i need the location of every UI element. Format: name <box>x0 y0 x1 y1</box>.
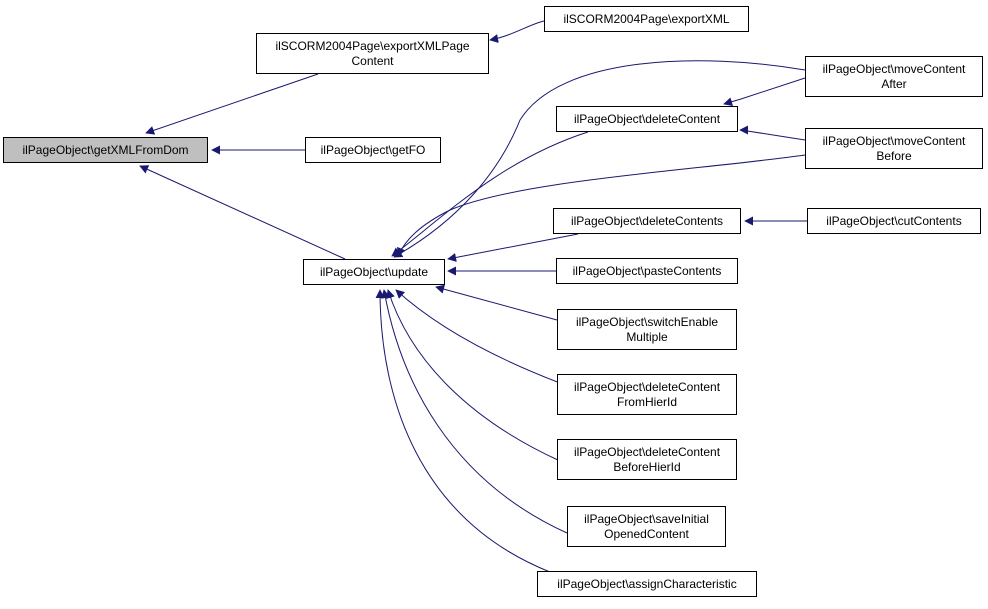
node-label: ilPageObject\deleteContent <box>573 444 721 459</box>
node-label: FromHierId <box>616 394 677 409</box>
node-exportxml[interactable]: ilSCORM2004Page\exportXML <box>544 6 749 32</box>
node-getxmlfromdom[interactable]: ilPageObject\getXMLFromDom <box>3 137 208 163</box>
node-label: ilPageObject\pasteContents <box>572 263 722 278</box>
edge-movecontentafter-to-update <box>393 60 806 258</box>
node-label: OpenedContent <box>604 526 689 541</box>
node-deletecontentbeforehierid[interactable]: ilPageObject\deleteContent BeforeHierId <box>557 439 737 480</box>
edge-deletecontent-to-update <box>391 131 589 257</box>
edge-exportxmlpagecontent-to-getxmlfromdom <box>145 73 319 135</box>
node-label: ilPageObject\getFO <box>320 142 426 157</box>
edge-update-to-getxmlfromdom <box>139 165 346 260</box>
edge-assigncharacteristic-to-update <box>375 289 551 573</box>
node-label: Before <box>876 148 912 163</box>
node-pastecontents[interactable]: ilPageObject\pasteContents <box>556 258 738 284</box>
node-deletecontent[interactable]: ilPageObject\deleteContent <box>556 106 738 132</box>
node-movecontentbefore[interactable]: ilPageObject\moveContent Before <box>805 128 983 169</box>
node-movecontentafter[interactable]: ilPageObject\moveContent After <box>805 56 983 97</box>
node-label: ilSCORM2004Page\exportXMLPage <box>275 38 470 53</box>
node-getfo[interactable]: ilPageObject\getFO <box>305 137 441 163</box>
node-label: ilPageObject\switchEnable <box>575 314 719 329</box>
node-switchenablemultiple[interactable]: ilPageObject\switchEnable Multiple <box>557 309 737 350</box>
node-label: ilPageObject\moveContent <box>822 133 966 148</box>
edge-deletecontentbeforehierid-to-update <box>386 289 561 462</box>
node-label: ilPageObject\deleteContent <box>573 379 721 394</box>
edge-saveinitialopenedcontent-to-update <box>380 289 568 534</box>
node-exportxmlpagecontent[interactable]: ilSCORM2004Page\exportXMLPage Content <box>256 33 489 74</box>
node-label: ilPageObject\cutContents <box>826 213 962 228</box>
node-label: ilPageObject\deleteContents <box>570 213 724 228</box>
node-saveinitialopenedcontent[interactable]: ilPageObject\saveInitial OpenedContent <box>567 506 726 547</box>
node-label: ilSCORM2004Page\exportXML <box>563 11 730 26</box>
edge-movecontentbefore-to-update <box>397 154 806 257</box>
node-label: After <box>881 76 907 91</box>
node-label: Content <box>351 53 394 68</box>
node-label: ilPageObject\assignCharacteristic <box>557 576 737 591</box>
node-label: ilPageObject\saveInitial <box>584 511 709 526</box>
node-label: Multiple <box>626 329 668 344</box>
node-label: ilPageObject\getXMLFromDom <box>22 142 189 157</box>
node-deletecontents[interactable]: ilPageObject\deleteContents <box>553 208 741 234</box>
edge-switchenablemultiple-to-update <box>435 284 558 321</box>
node-label: ilPageObject\update <box>319 264 429 279</box>
edge-deletecontents-to-update <box>447 233 579 262</box>
edge-movecontentafter-to-deletecontent <box>723 77 806 107</box>
node-label: ilPageObject\moveContent <box>822 61 966 76</box>
node-label: ilPageObject\deleteContent <box>573 111 721 126</box>
node-update[interactable]: ilPageObject\update <box>303 259 445 285</box>
node-deletecontentfromhierid[interactable]: ilPageObject\deleteContent FromHierId <box>557 374 737 415</box>
node-cutcontents[interactable]: ilPageObject\cutContents <box>807 208 981 234</box>
edge-exportxml-to-exportxmlpagecontent <box>489 20 545 43</box>
edge-deletecontentfromhierid-to-update <box>395 289 561 384</box>
node-label: BeforeHierId <box>613 459 681 474</box>
node-assigncharacteristic[interactable]: ilPageObject\assignCharacteristic <box>537 571 757 597</box>
edge-movecontentbefore-to-deletecontent <box>739 125 806 141</box>
